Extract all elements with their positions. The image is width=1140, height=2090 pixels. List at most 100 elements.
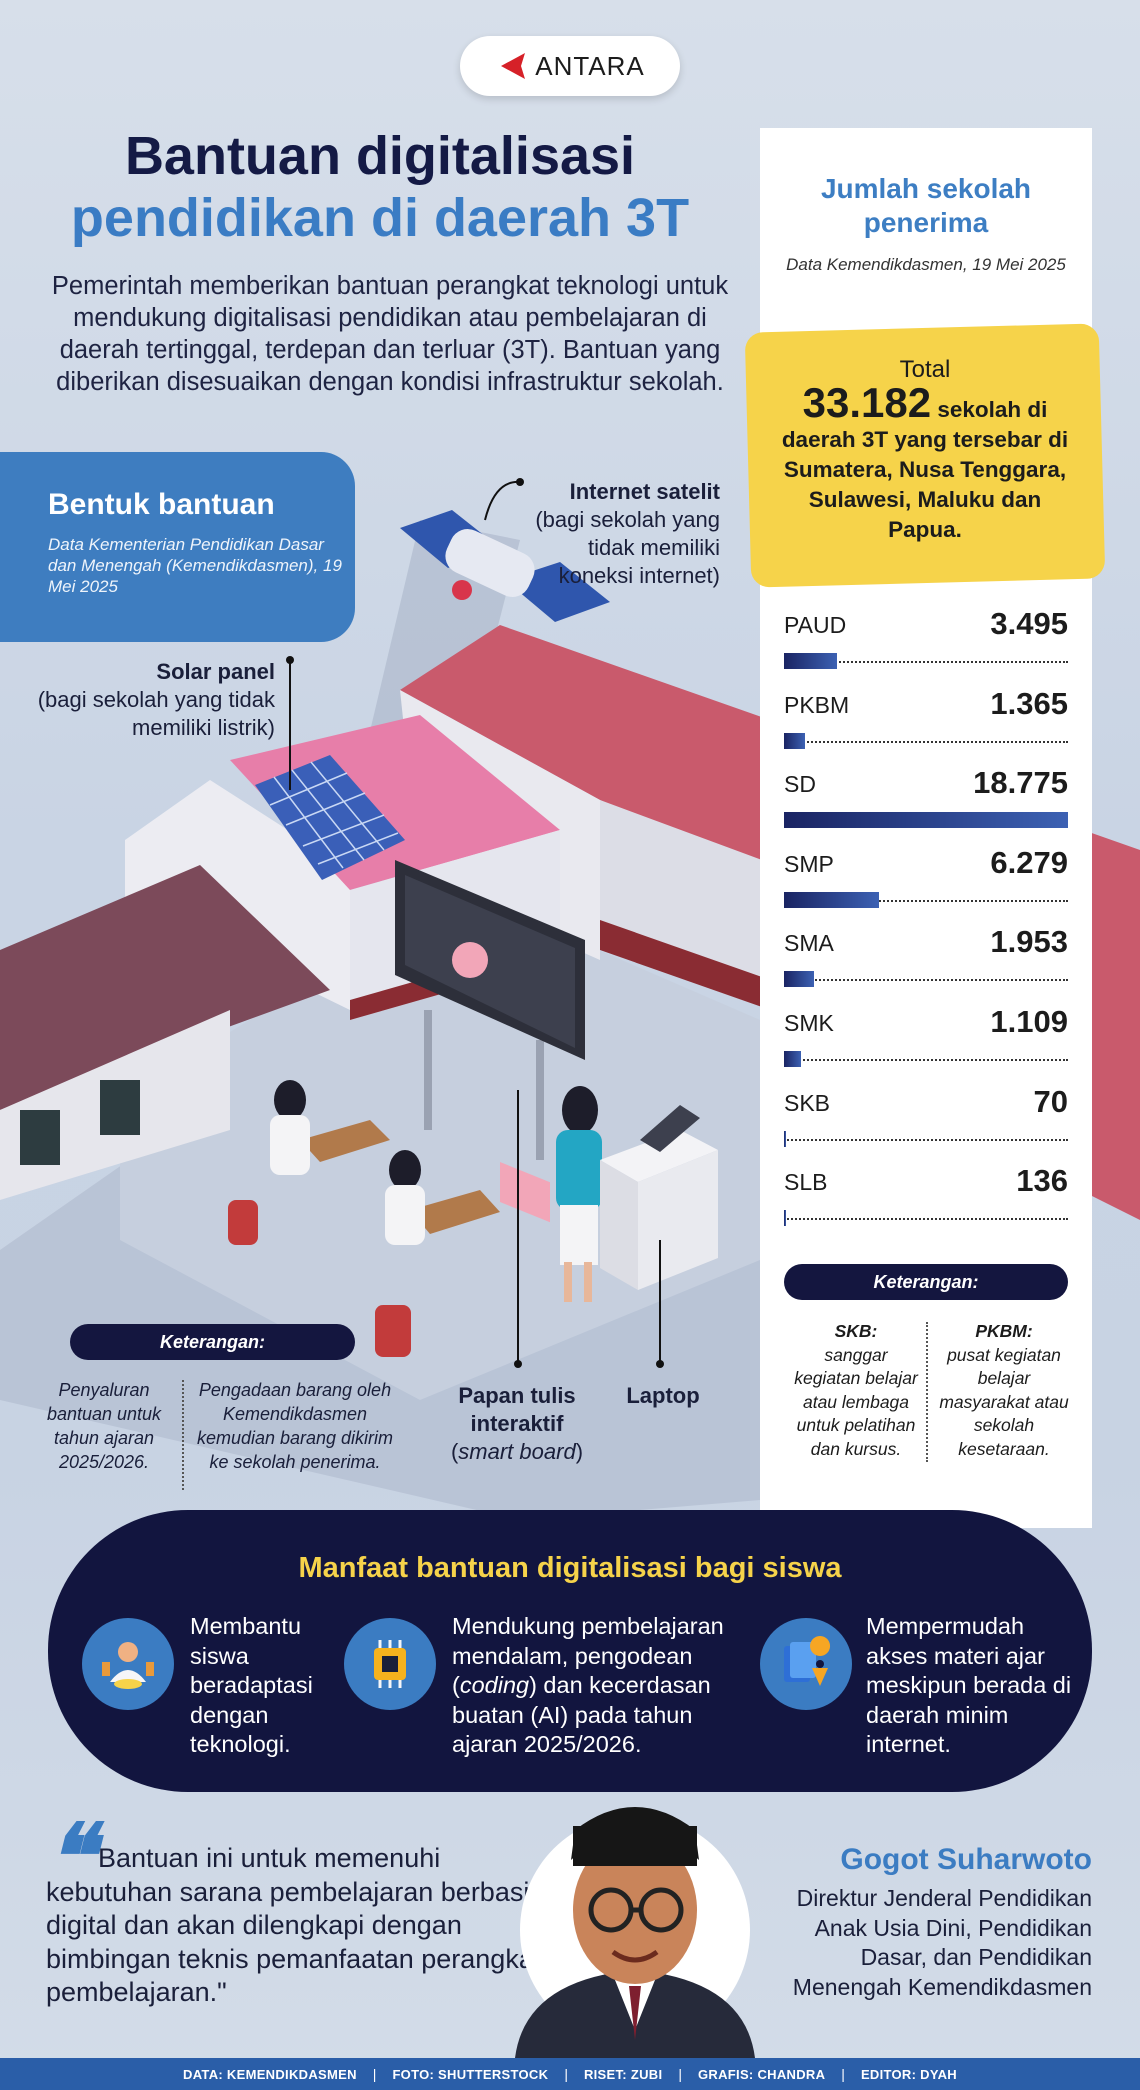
students-figures — [228, 1080, 500, 1357]
count-row: SLB 136 — [784, 1155, 1068, 1235]
footer-separator: | — [841, 2066, 845, 2082]
footer-credit: DATA: KEMENDIKDASMEN — [183, 2066, 357, 2082]
bentuk-source: Data Kementerian Pendidikan Dasar dan Me… — [48, 535, 342, 596]
satellite-icon — [400, 510, 610, 622]
count-row: PKBM 1.365 — [784, 678, 1068, 758]
footer-credit: RISET: ZUBI — [583, 2066, 663, 2082]
count-row-value: 1.953 — [990, 924, 1068, 960]
satelit-desc: (bagi sekolah yang tidak memiliki koneks… — [535, 507, 720, 588]
antara-logo: ANTARA — [460, 36, 680, 96]
count-row-track — [784, 899, 1068, 902]
count-row-bar — [784, 812, 1068, 829]
count-row-label: PKBM — [784, 691, 850, 718]
satelit-label: Internet satelit (bagi sekolah yang tida… — [520, 478, 720, 590]
count-row-label: SMA — [784, 930, 834, 957]
panel-source: Data Kemendikdasmen, 19 Mei 2025 — [786, 255, 1066, 274]
teacher-figure — [556, 1086, 602, 1302]
footer-separator: | — [564, 2066, 568, 2082]
count-row-value: 1.109 — [990, 1003, 1068, 1039]
count-row-track — [784, 1058, 1068, 1061]
count-row-track — [784, 1138, 1068, 1141]
count-row-label: PAUD — [784, 612, 847, 638]
person-role: Direktur Jenderal Pendidikan Anak Usia D… — [792, 1885, 1092, 2000]
benefit-text-2-post: ) dan kecerdasan buatan (AI) pada tahun … — [452, 1672, 711, 1757]
count-row-label: SKB — [784, 1089, 831, 1116]
count-row-bar — [784, 891, 879, 908]
count-row-label: SLB — [784, 1169, 828, 1196]
laptop-desk-icon — [600, 1105, 718, 1290]
count-row-label: SMP — [784, 850, 834, 877]
count-row: SMA 1.953 — [784, 916, 1068, 996]
pkbm-note: PKBM: pusat kegiatan belajar masyarakat … — [938, 1320, 1070, 1461]
student-adapt-icon — [82, 1618, 174, 1710]
keterangan-right-pill: Keterangan: — [784, 1264, 1068, 1300]
count-row-value: 1.365 — [990, 685, 1068, 721]
benefit-text-2: Mendukung pembelajaran mendalam, pengode… — [452, 1612, 742, 1760]
solar-title: Solar panel — [156, 659, 275, 684]
solar-panel-icon — [255, 755, 405, 880]
keterangan-left-pill: Keterangan: — [70, 1324, 355, 1360]
laptop-label: Laptop — [608, 1382, 718, 1410]
count-row: SKB 70 — [784, 1076, 1068, 1156]
page-title: Bantuan digitalisasi pendidikan di daera… — [40, 125, 720, 249]
count-row-track — [784, 661, 1068, 663]
footer-credit: EDITOR: DYAH — [860, 2066, 957, 2082]
total-value: 33.182 — [802, 379, 932, 426]
papan-desc: smart board — [458, 1439, 576, 1464]
count-row-bar — [784, 653, 837, 669]
brand-name: ANTARA — [535, 50, 645, 81]
title-line-2: pendidikan di daerah 3T — [70, 188, 690, 248]
benefit-text-1: Membantu siswa beradaptasi dengan teknol… — [190, 1613, 313, 1757]
count-row-bar — [784, 1050, 801, 1067]
total-text: 33.182 sekolah di daerah 3T yang terseba… — [770, 382, 1080, 545]
skb-note: SKB: sanggar kegiatan belajar atau lemba… — [790, 1320, 922, 1461]
quote-text: Bantuan ini untuk memenuhi kebutuhan sar… — [46, 1843, 543, 2007]
keterangan-right-divider — [926, 1322, 928, 1462]
total-desc: sekolah di daerah 3T yang tersebar di Su… — [781, 397, 1069, 542]
pkbm-desc: pusat kegiatan belajar masyarakat atau s… — [939, 1344, 1069, 1459]
intro-paragraph: Pemerintah memberikan bantuan perangkat … — [51, 272, 729, 396]
laptop-title: Laptop — [626, 1383, 700, 1408]
footer-credit: GRAFIS: CHANDRA — [698, 2066, 826, 2082]
count-row-value: 6.279 — [990, 844, 1068, 880]
count-row-bar — [784, 1210, 787, 1227]
person-name: Gogot Suharwoto — [840, 1843, 1092, 1876]
count-row-value: 70 — [1033, 1083, 1068, 1119]
skb-title: SKB: — [834, 1321, 878, 1341]
footer-separator: | — [372, 2066, 377, 2082]
keterangan-left-divider — [182, 1380, 184, 1490]
manfaat-section — [48, 1510, 1092, 1792]
count-row: PAUD 3.495 — [784, 598, 1068, 678]
quote-mark-icon: ❝ — [46, 1804, 95, 1910]
solar-label: Solar panel (bagi sekolah yang tidak mem… — [30, 658, 275, 742]
title-line-1: Bantuan digitalisasi — [124, 126, 636, 186]
count-row-bar — [784, 1130, 786, 1147]
papan-label: Papan tulis interaktif (smart board) — [450, 1383, 584, 1464]
manfaat-title: Manfaat bantuan digitalisasi bagi siswa — [298, 1552, 842, 1584]
antara-chevron-icon — [501, 53, 526, 79]
solar-desc: (bagi sekolah yang tidak memiliki listri… — [37, 687, 275, 740]
skb-desc: sanggar kegiatan belajar atau lembaga un… — [794, 1344, 918, 1459]
footer-credit: FOTO: SHUTTERSTOCK — [392, 2066, 549, 2082]
benefit-text-2-pre: Mendukung pembelajaran mendalam, pengode… — [452, 1613, 724, 1698]
smart-board-icon — [395, 860, 585, 1223]
satelit-title: Internet satelit — [569, 479, 720, 504]
count-row-value: 3.495 — [990, 606, 1068, 641]
keterangan-left-note-2: Pengadaan barang oleh Kemendikdasmen kem… — [196, 1380, 394, 1472]
benefit-text-3: Mempermudah akses materi ajar meskipun b… — [866, 1613, 1072, 1757]
count-row-track — [784, 979, 1068, 982]
bentuk-bantuan-badge — [0, 452, 355, 642]
total-label: Total — [899, 356, 951, 383]
credits-footer: DATA: KEMENDIKDASMEN | FOTO: SHUTTERSTOCK |… — [0, 2058, 1140, 2090]
book-location-icon — [760, 1618, 852, 1710]
bentuk-title: Bentuk bantuan — [48, 488, 275, 521]
count-row-value: 136 — [1016, 1163, 1068, 1199]
footer-separator: | — [678, 2066, 683, 2082]
count-row-value: 18.775 — [973, 765, 1068, 801]
pkbm-title: PKBM: — [975, 1321, 1033, 1341]
official-portrait — [515, 1807, 755, 2058]
benefit-text-2-em: coding — [459, 1672, 530, 1698]
